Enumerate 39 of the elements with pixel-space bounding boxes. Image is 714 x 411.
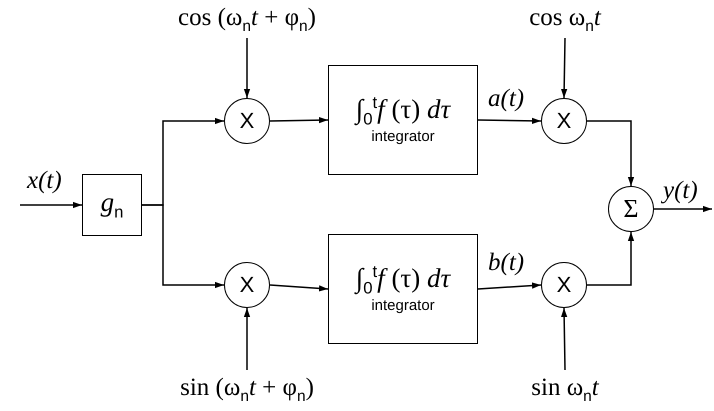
- signal-label: sin (ω$_{n}$t + φ$_{n}$): [157, 370, 337, 408]
- gain-block: [82, 174, 142, 236]
- block-caption: integrator: [371, 128, 435, 146]
- arrow: [270, 117, 328, 124]
- multiply-symbol: X: [556, 110, 572, 132]
- edge-label: a(t): [487, 86, 526, 111]
- integrator-block: [328, 65, 478, 175]
- block-caption: integrator: [371, 297, 435, 316]
- arrow: [478, 118, 542, 124]
- arrow: [478, 282, 542, 290]
- edge-label: x(t): [26, 168, 63, 193]
- arrow: [142, 204, 224, 288]
- arrow: [20, 202, 82, 208]
- arrow: [270, 284, 328, 292]
- multiplier-circle: [541, 98, 587, 144]
- multiply-symbol: X: [240, 274, 254, 296]
- integral-formula: ∫$_{0}$$^{t}$f (τ) dτ: [356, 94, 450, 128]
- multiplier-circle: [541, 262, 587, 308]
- multiplier-circle: [224, 262, 270, 308]
- multiply-symbol: X: [240, 110, 254, 132]
- arrow: [561, 308, 568, 370]
- arrow: [244, 308, 250, 370]
- signal-label: sin ω$_{n}$t: [504, 370, 626, 408]
- integrator-block: [328, 234, 478, 344]
- multiply-symbol: X: [556, 274, 572, 296]
- multiplier-circle: [224, 98, 270, 144]
- signal-label: cos (ω$_{n}$t + φ$_{n}$): [157, 0, 337, 38]
- arrow: [587, 232, 634, 286]
- arrow: [654, 206, 712, 212]
- arrow: [561, 38, 568, 98]
- sum-symbol: Σ: [623, 196, 639, 222]
- arrow: [244, 38, 250, 98]
- integral-formula: ∫$_{0}$$^{t}$f (τ) dτ: [356, 262, 450, 298]
- signal-label: cos ω$_{n}$t: [504, 0, 626, 38]
- edge-label: y(t): [662, 178, 699, 203]
- edge-label: b(t): [487, 250, 526, 275]
- arrow: [587, 120, 634, 186]
- summer-circle: [608, 186, 654, 232]
- gain-symbol: g$_{n}$: [100, 188, 124, 222]
